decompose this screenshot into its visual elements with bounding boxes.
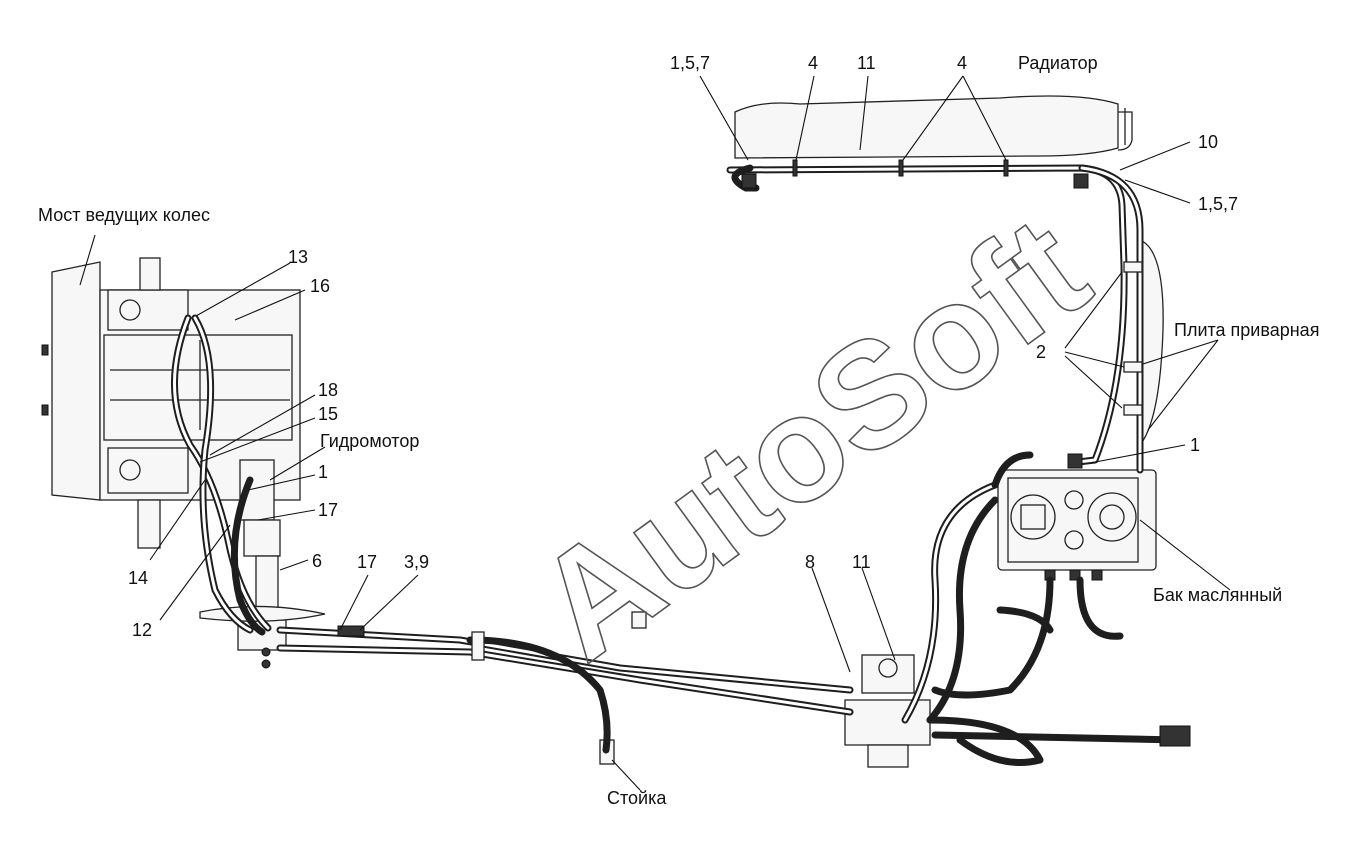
label-drive-axle: Мост ведущих колес <box>38 205 210 225</box>
callout-15: 15 <box>318 404 338 424</box>
label-radiator: Радиатор <box>1018 53 1098 73</box>
callout-14: 14 <box>128 568 148 588</box>
callout-4-a: 4 <box>808 53 818 73</box>
clamps <box>337 159 1191 747</box>
callout-18: 18 <box>318 380 338 400</box>
callout-4-b: 4 <box>957 53 967 73</box>
callout-16: 16 <box>310 276 330 296</box>
leader-lines <box>79 75 1231 791</box>
callout-17-mid: 17 <box>357 552 377 572</box>
hose-network <box>171 164 1184 766</box>
callout-3-9: 3,9 <box>404 552 429 572</box>
callout-8: 8 <box>805 552 815 572</box>
pump <box>844 654 931 768</box>
callout-1-left: 1 <box>318 462 328 482</box>
oil-tank <box>997 469 1157 581</box>
label-stand: Стойка <box>607 788 667 808</box>
callout-6: 6 <box>312 551 322 571</box>
callout-11-bottom: 11 <box>852 552 871 572</box>
callout-17-left: 17 <box>318 500 338 520</box>
callout-1-5-7-right: 1,5,7 <box>1198 194 1238 214</box>
radiator <box>734 95 1133 159</box>
callout-1-right: 1 <box>1190 435 1200 455</box>
callout-1-5-7-top: 1,5,7 <box>670 53 710 73</box>
callout-2: 2 <box>1036 342 1046 362</box>
label-hydromotor: Гидромотор <box>320 431 419 451</box>
label-oil-tank: Бак маслянный <box>1153 585 1282 605</box>
callout-13: 13 <box>288 247 308 267</box>
callout-12: 12 <box>132 620 152 640</box>
welded-plate <box>1139 239 1164 447</box>
callout-11-top: 11 <box>857 53 876 73</box>
label-welded-plate: Плита приварная <box>1174 320 1319 340</box>
callout-10: 10 <box>1198 132 1218 152</box>
